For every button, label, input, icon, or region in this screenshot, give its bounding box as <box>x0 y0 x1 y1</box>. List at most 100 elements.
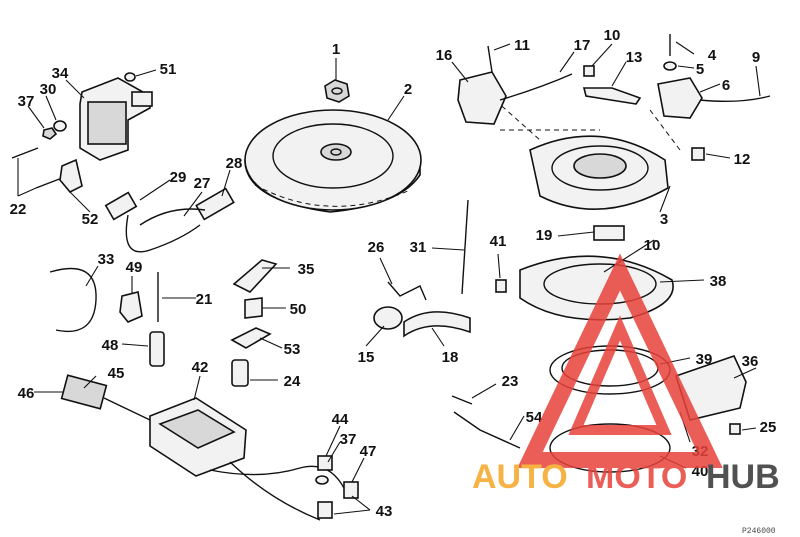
link-53-part <box>230 327 272 349</box>
callout-19: 19 <box>536 227 553 244</box>
connector-44-part <box>317 455 333 471</box>
callout-54: 54 <box>526 409 543 426</box>
leads-9-part <box>699 95 771 103</box>
callout-34: 34 <box>52 65 69 82</box>
callout-29: 29 <box>170 169 187 186</box>
spacer-24-part <box>231 359 249 387</box>
sensor-15-part <box>373 306 403 330</box>
callout-24: 24 <box>284 373 301 390</box>
callout-16: 16 <box>436 47 453 64</box>
callout-22: 22 <box>10 201 27 218</box>
callout-46: 46 <box>18 385 35 402</box>
callout-23: 23 <box>502 373 519 390</box>
callout-33: 33 <box>98 251 115 268</box>
watermark-logo: AUTO MOTO HUB <box>472 253 780 496</box>
ring-40-part <box>549 423 671 473</box>
sleeve-48-part <box>149 331 165 367</box>
leads-17-part <box>499 73 573 101</box>
link-54-part <box>453 411 521 449</box>
callout-36: 36 <box>742 353 759 370</box>
sensor-coil-6-part <box>657 77 703 119</box>
callout-44: 44 <box>332 411 349 428</box>
callout-41: 41 <box>490 233 507 250</box>
callout-43: 43 <box>376 503 393 520</box>
callout-53: 53 <box>284 341 301 358</box>
callout-27: 27 <box>194 175 211 192</box>
nut-37-part <box>42 127 58 140</box>
washer-51-part <box>124 72 136 82</box>
bracket-13-part <box>582 87 642 105</box>
callout-1: 1 <box>332 41 340 58</box>
callout-17: 17 <box>574 37 591 54</box>
wire-clip-33-part <box>49 267 97 332</box>
clamp-49-part <box>119 291 143 323</box>
pin-23-part <box>451 395 473 405</box>
leader-lines <box>17 41 761 515</box>
callout-2: 2 <box>404 81 412 98</box>
watermark-text-auto: AUTO <box>472 458 568 496</box>
callout-37a: 37 <box>18 93 35 110</box>
callout-38: 38 <box>710 273 727 290</box>
bracket-19-part <box>593 225 625 241</box>
callout-47: 47 <box>360 443 377 460</box>
ignition-coil-part <box>79 77 153 161</box>
stator-plate-part <box>494 99 681 210</box>
callout-35: 35 <box>298 261 315 278</box>
callout-42: 42 <box>192 359 209 376</box>
power-pack-part <box>60 374 346 521</box>
callout-26: 26 <box>368 239 385 256</box>
flywheel-part <box>244 109 422 213</box>
roller-50-part <box>244 297 263 319</box>
figure-code: P246000 <box>742 527 776 536</box>
callout-6: 6 <box>722 77 730 94</box>
callout-13: 13 <box>626 49 643 66</box>
watermark-text-hub: HUB <box>706 458 780 496</box>
connector-47-part <box>343 481 359 499</box>
link-35-part <box>232 259 278 293</box>
screw-25-part <box>729 423 741 435</box>
callout-11: 11 <box>514 37 530 54</box>
callout-48: 48 <box>102 337 119 354</box>
rod-31-part <box>461 199 469 295</box>
washer-5-part <box>663 61 677 71</box>
screw-12-part <box>691 147 705 161</box>
callout-49: 49 <box>126 259 143 276</box>
screw-10-part <box>583 65 595 77</box>
callout-37b: 37 <box>340 431 357 448</box>
callout-45: 45 <box>108 365 125 382</box>
hose-18-part <box>403 311 471 338</box>
callout-labels: 1 2 3 4 5 6 9 10 10 11 12 13 15 16 17 18… <box>10 27 777 520</box>
callout-12: 12 <box>734 151 751 168</box>
spark-plug-leads-part <box>104 187 235 253</box>
callout-30: 30 <box>40 81 57 98</box>
callout-21: 21 <box>196 291 213 308</box>
callout-9: 9 <box>752 49 760 66</box>
callout-25: 25 <box>760 419 777 436</box>
watermark-text-moto: MOTO <box>586 458 687 496</box>
callout-5: 5 <box>696 61 704 78</box>
connector-43-part <box>317 501 333 519</box>
screw-11-part <box>487 45 493 73</box>
callout-4: 4 <box>708 47 717 64</box>
callout-31: 31 <box>410 239 427 256</box>
callout-28: 28 <box>226 155 243 172</box>
callout-50: 50 <box>290 301 307 318</box>
charge-coil-16-part <box>457 71 507 125</box>
spring-26-part <box>387 281 427 301</box>
screw-22a-part <box>11 147 39 159</box>
clamp-52-part <box>59 158 83 193</box>
watermark-triangle-icon <box>517 253 723 468</box>
callout-3: 3 <box>660 211 668 228</box>
callout-10b: 10 <box>644 237 661 254</box>
washer-30-part <box>53 120 67 132</box>
callout-52: 52 <box>82 211 99 228</box>
callout-15: 15 <box>358 349 375 366</box>
screw-41-part <box>495 279 507 293</box>
screw-22b-part <box>35 177 63 189</box>
callout-51: 51 <box>160 61 177 78</box>
callout-18: 18 <box>442 349 459 366</box>
flywheel-nut-part <box>324 79 350 103</box>
nut-37b-part <box>315 475 329 485</box>
callout-10a: 10 <box>604 27 621 44</box>
